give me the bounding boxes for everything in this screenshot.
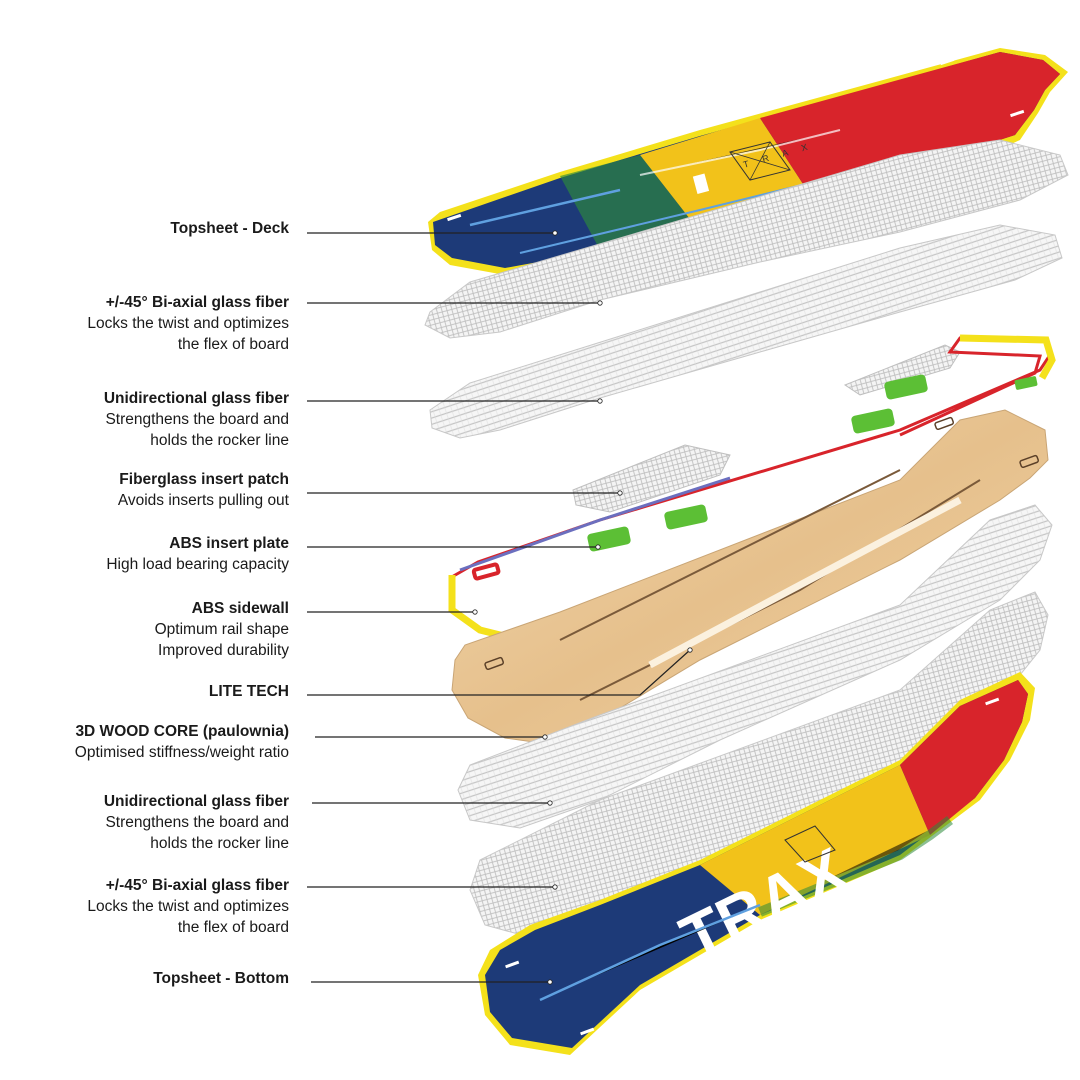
label-title: Unidirectional glass fiber xyxy=(103,793,289,810)
fiberglass-insert-patch-layer xyxy=(572,344,961,513)
label-title: LITE TECH xyxy=(208,683,289,700)
label-title: ABS sidewall xyxy=(191,600,289,617)
label-title: ABS insert plate xyxy=(169,535,289,552)
label-description: High load bearing capacity xyxy=(106,556,289,573)
label-description: Strengthens the board and xyxy=(105,814,289,831)
topsheet-deck-layer xyxy=(428,48,1068,275)
label-description: Strengthens the board and xyxy=(105,411,289,428)
label-description: Locks the twist and optimizes xyxy=(87,315,289,332)
label-title: +/-45° Bi-axial glass fiber xyxy=(105,877,289,894)
topsheet-bottom-layer: TRAX xyxy=(478,672,1035,1055)
label-title: 3D WOOD CORE (paulownia) xyxy=(75,723,289,740)
label-title: Topsheet - Deck xyxy=(170,220,289,237)
label-title: Fiberglass insert patch xyxy=(119,471,289,488)
leader-line-lite-tech xyxy=(307,649,691,696)
label-biaxial-glass-fiber-bottom: +/-45° Bi-axial glass fiber Locks the tw… xyxy=(87,875,289,938)
biaxial-glass-fiber-top-layer xyxy=(424,139,1069,339)
label-abs-insert-plate: ABS insert plate High load bearing capac… xyxy=(106,533,289,575)
label-title: Topsheet - Bottom xyxy=(153,970,289,987)
leader-dots xyxy=(472,230,693,985)
label-topsheet-bottom: Topsheet - Bottom xyxy=(153,968,289,989)
label-lite-tech: LITE TECH xyxy=(209,681,289,702)
label-topsheet-deck: Topsheet - Deck xyxy=(170,218,289,239)
leader-lines xyxy=(307,232,691,983)
wood-core-layer xyxy=(451,409,1049,746)
label-description: the flex of board xyxy=(177,336,289,353)
label-description: Optimised stiffness/weight ratio xyxy=(74,744,289,761)
label-description: Avoids inserts pulling out xyxy=(117,492,289,509)
label-description: the flex of board xyxy=(177,919,289,936)
abs-insert-plate-layer xyxy=(587,374,1038,552)
label-description: Optimum rail shape xyxy=(154,621,289,638)
label-wood-core: 3D WOOD CORE (paulownia) Optimised stiff… xyxy=(75,721,289,763)
label-title: Unidirectional glass fiber xyxy=(103,390,289,407)
label-biaxial-glass-fiber-top: +/-45° Bi-axial glass fiber Locks the tw… xyxy=(87,292,289,355)
label-description: Locks the twist and optimizes xyxy=(87,898,289,915)
label-description: holds the rocker line xyxy=(150,835,289,852)
lite-tech-stripe xyxy=(648,496,962,669)
label-abs-sidewall: ABS sidewall Optimum rail shape Improved… xyxy=(155,598,289,661)
label-unidirectional-glass-fiber-bottom: Unidirectional glass fiber Strengthens t… xyxy=(104,791,289,854)
label-unidirectional-glass-fiber-top: Unidirectional glass fiber Strengthens t… xyxy=(104,388,289,451)
label-title: +/-45° Bi-axial glass fiber xyxy=(105,294,289,311)
label-description: holds the rocker line xyxy=(150,432,289,449)
unidirectional-glass-fiber-top-layer xyxy=(429,224,1063,439)
label-fiberglass-insert-patch: Fiberglass insert patch Avoids inserts p… xyxy=(118,469,289,511)
label-description: Improved durability xyxy=(158,642,289,659)
unidirectional-glass-fiber-bottom-layer xyxy=(457,504,1053,829)
